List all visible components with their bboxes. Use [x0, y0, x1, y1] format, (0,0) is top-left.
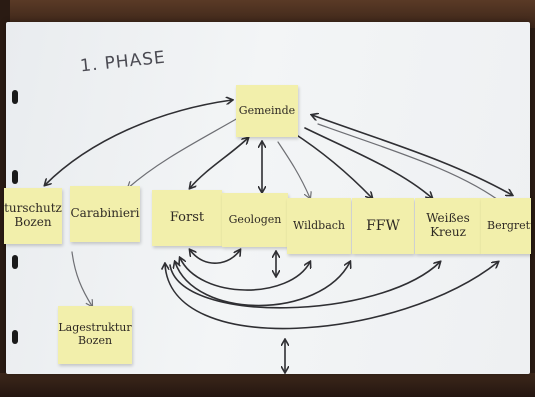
paper-hole [12, 330, 18, 344]
arrow-gemeinde-bergrettung [312, 115, 512, 195]
note-gemeinde-label: Gemeinde [238, 103, 296, 117]
note-carabinieri-label: Carabinieri [70, 206, 140, 221]
arrow-forst-wildbach [180, 258, 310, 291]
arrow-forst-bergrettung [165, 262, 498, 330]
note-weisses-kreuz: Weißes Kreuz [415, 198, 481, 254]
note-naturschutz-label: turschutz Bozen [4, 201, 62, 229]
note-lagestruktur: Lagestruktur Bozen [58, 306, 132, 364]
arrow-gemeinde-wildbach [277, 141, 310, 198]
table-background-bottom [0, 373, 535, 397]
note-wildbach-label: Wildbach [292, 218, 346, 232]
note-gemeinde: Gemeinde [236, 85, 298, 137]
note-weisses-kreuz-label: Weißes Kreuz [426, 211, 470, 239]
note-lagestruktur-label: Lagestruktur Bozen [58, 321, 132, 347]
paper-hole [12, 255, 18, 269]
note-ffw-label: FFW [366, 217, 400, 234]
note-bergrettung: Bergrettu [481, 198, 531, 254]
note-forst-label: Forst [169, 209, 205, 225]
arrow-forst-weisses-kreuz [169, 262, 440, 309]
arrow-gemeinde-forst [190, 138, 248, 188]
arrow-forst-geologen [190, 250, 240, 264]
arrow-forst-ffw [175, 262, 350, 307]
arrow-gemeinde-naturschutz [45, 100, 232, 185]
note-geologen: Geologen [222, 193, 288, 247]
arrow-gemeinde-weisses-kreuz [304, 127, 432, 198]
arrow-gemeinde-carabinieri [128, 117, 239, 188]
note-geologen-label: Geologen [228, 212, 282, 226]
note-wildbach: Wildbach [287, 198, 351, 254]
note-naturschutz: turschutz Bozen [4, 188, 62, 244]
note-forst: Forst [152, 190, 222, 246]
note-ffw: FFW [352, 198, 414, 254]
note-bergrettung-label: Bergrettu [487, 218, 531, 232]
arrow-carabinieri-lagestruktur [71, 251, 92, 306]
arrow-gemeinde-bergrettung-2 [317, 123, 506, 206]
note-carabinieri: Carabinieri [70, 186, 140, 242]
paper-hole [12, 90, 18, 104]
paper-hole [12, 170, 18, 184]
arrow-gemeinde-ffw [291, 131, 372, 198]
